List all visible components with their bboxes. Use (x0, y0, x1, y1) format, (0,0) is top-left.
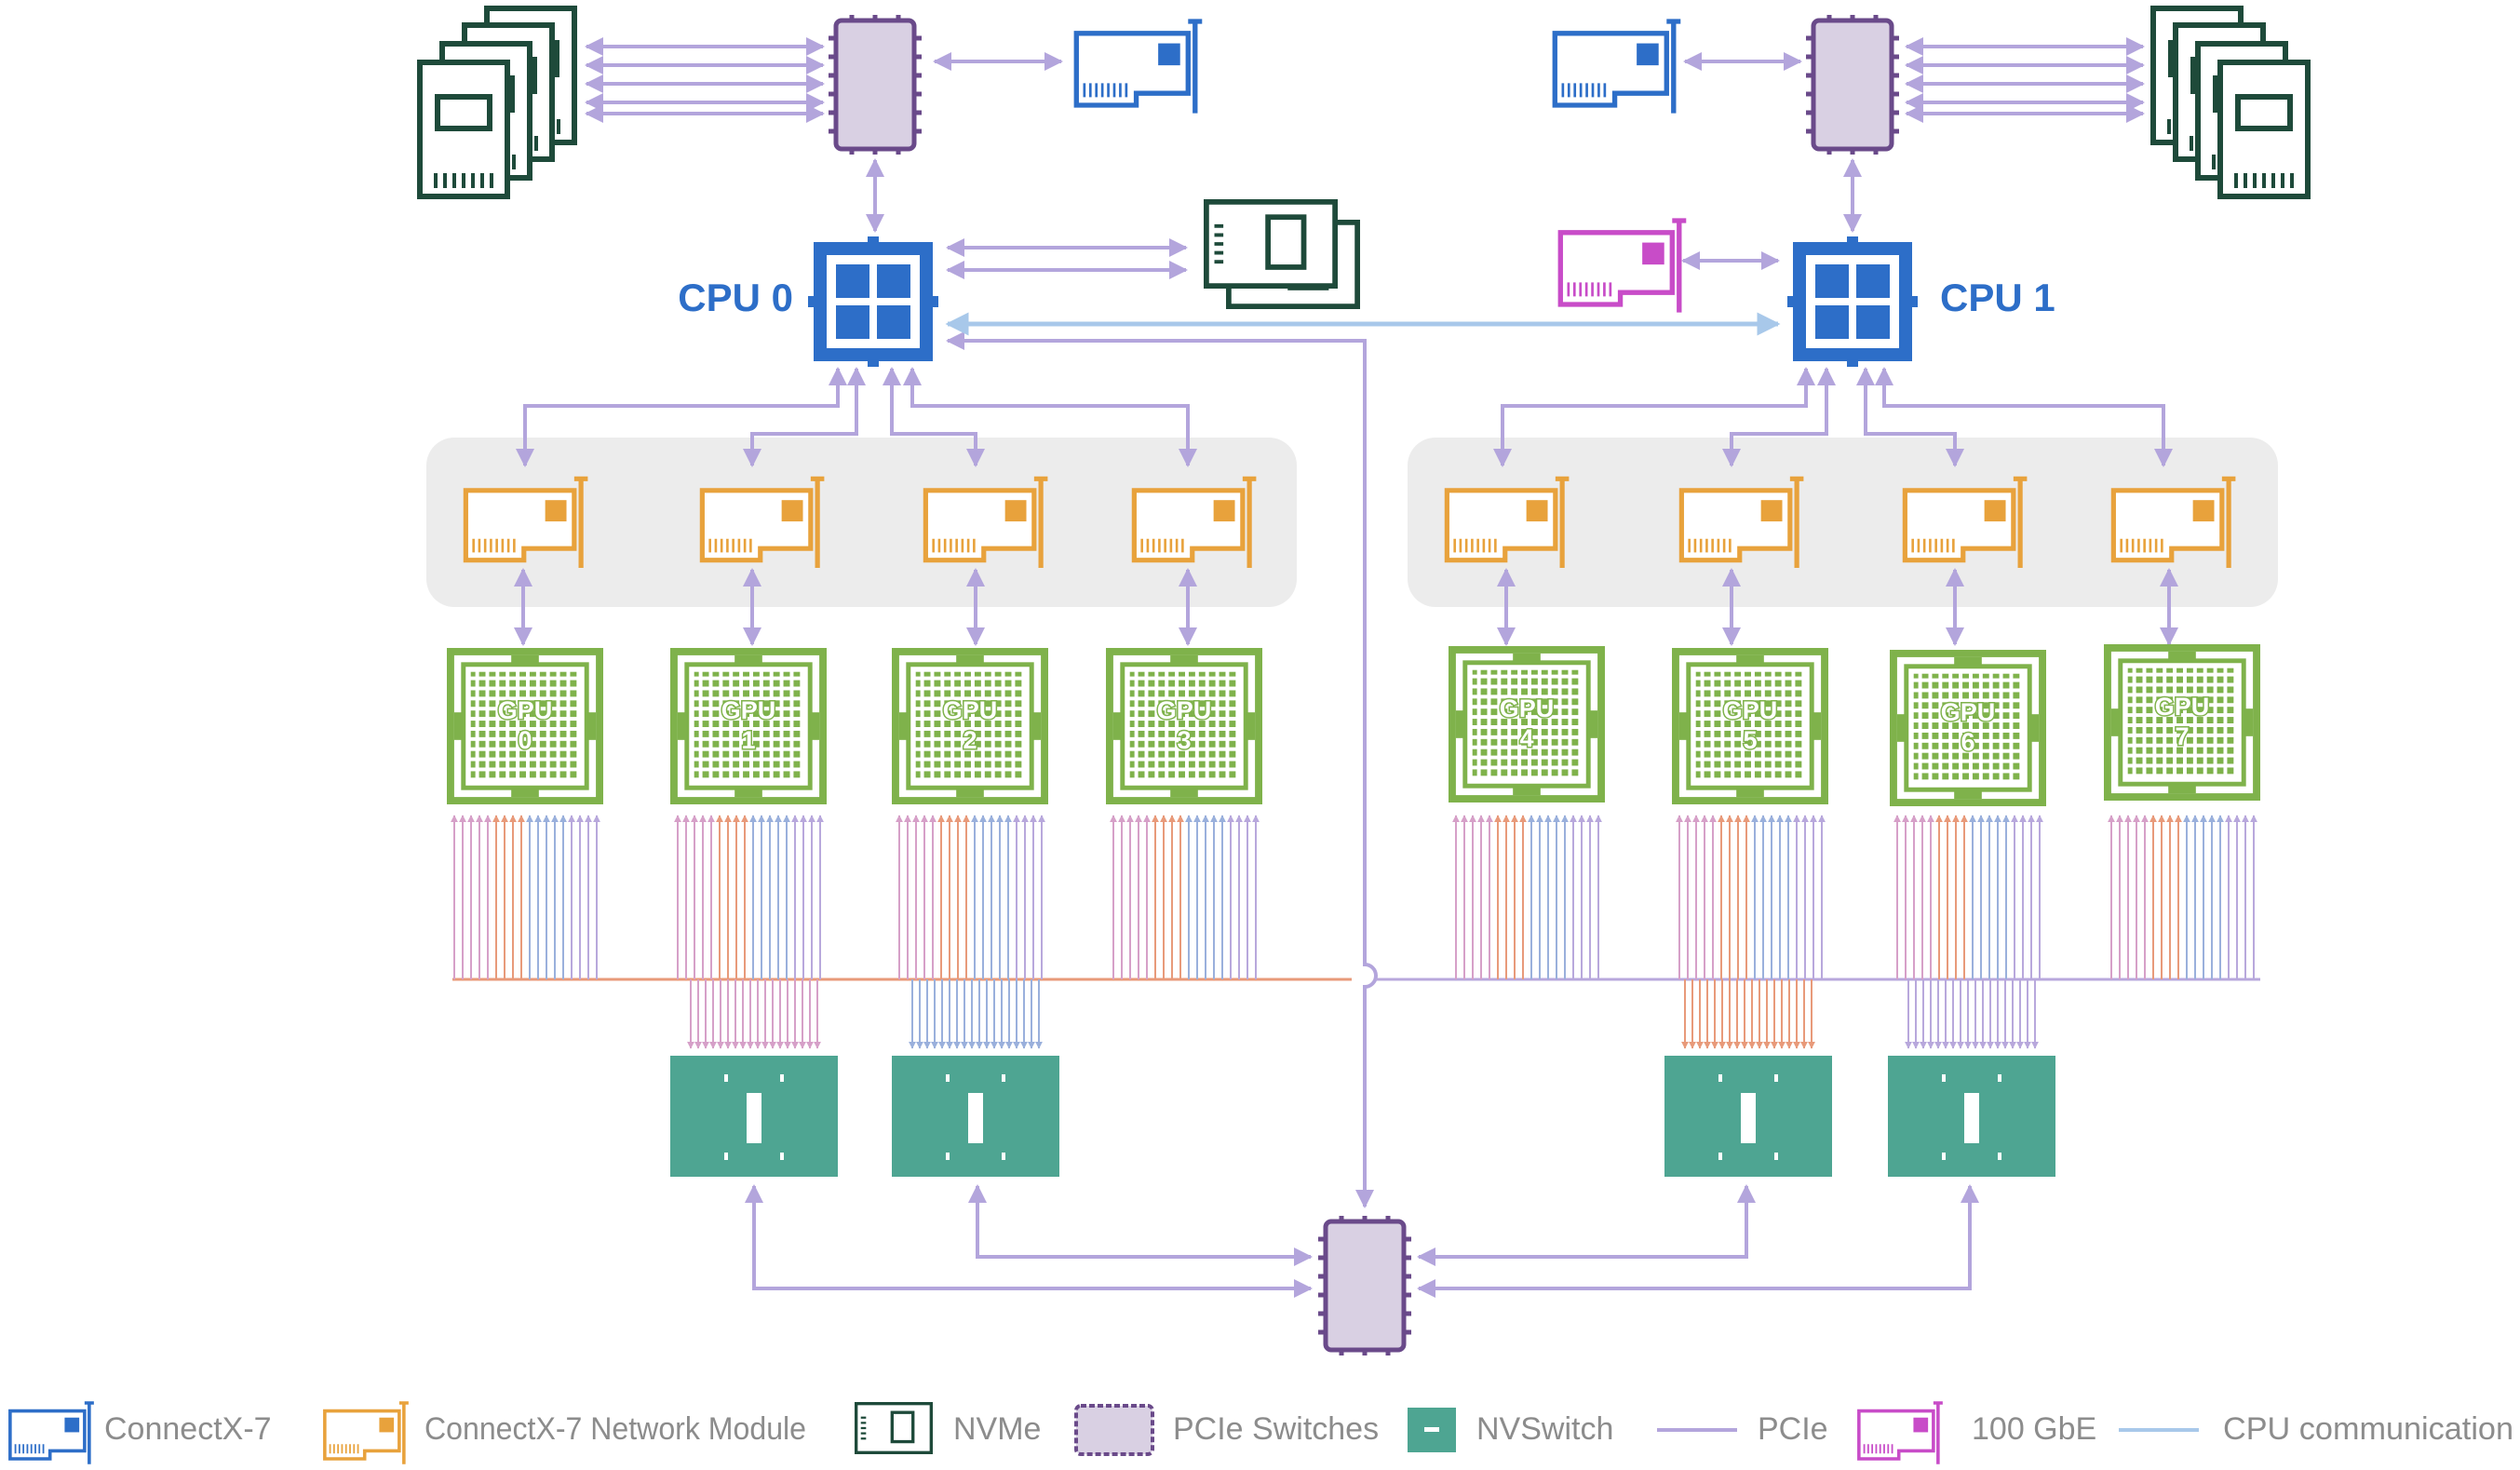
cpu-0-label: CPU 0 (678, 276, 793, 319)
nvme-drive-icon (420, 62, 507, 196)
gpu-0: GPU 0 (451, 652, 600, 801)
pcie-switch-left (829, 15, 922, 155)
legend-label-cpu-communication: CPU communication (2223, 1411, 2513, 1447)
legend-label-pcie-switches: PCIe Switches (1173, 1411, 1379, 1447)
gpu-7-line1: GPU (2155, 693, 2210, 721)
nvme-stack-right (2153, 8, 2308, 196)
legend-label-100gbe: 100 GbE (1972, 1411, 2096, 1447)
gpu-2: GPU 2 (896, 652, 1044, 801)
gpu-0-line2: 0 (518, 726, 532, 754)
legend-item-nvswitch: NVSwitch (1408, 1408, 1613, 1452)
cpu-1-label: CPU 1 (1940, 276, 2055, 319)
cpu-0: CPU 0 (678, 236, 938, 367)
nvme-drive-icon (855, 1402, 933, 1454)
gpu-3-line1: GPU (1157, 696, 1212, 724)
gpu-0-line1: GPU (498, 696, 553, 724)
nvme-card-front (1206, 202, 1335, 286)
legend: ConnectX-7 ConnectX-7 Network Module NVM… (8, 1401, 2513, 1465)
legend-item-nvme: NVMe (855, 1402, 1041, 1454)
nvswitch-1 (892, 1056, 1059, 1177)
gpu-6-line2: 6 (1961, 728, 1974, 756)
100gbe-card (1560, 221, 1686, 313)
pcie-switch-bottom (1318, 1216, 1411, 1355)
100gbe-card-icon (1857, 1401, 1945, 1465)
gpu-7: GPU 7 (2108, 648, 2257, 797)
gpu-4-line1: GPU (1500, 695, 1555, 722)
cpu-1: CPU 1 (1787, 236, 2055, 367)
gpu-3-line2: 3 (1177, 726, 1191, 754)
pcie-switch-icon (1074, 1404, 1154, 1456)
cpu-chip-icon (808, 236, 938, 367)
legend-item-pcie-switches: PCIe Switches (1074, 1404, 1379, 1456)
nvlink-bus (451, 815, 2260, 1049)
gpu-2-line2: 2 (963, 726, 977, 754)
connectx7-card-right (1555, 21, 1680, 114)
gpu-6: GPU 6 (1893, 654, 2042, 802)
connectx7-network-module-icon (323, 1401, 411, 1465)
legend-label-pcie: PCIe (1758, 1411, 1828, 1447)
nvswitch-3 (1888, 1056, 2055, 1177)
legend-item-connectx7: ConnectX-7 (8, 1401, 272, 1465)
gpu-4-line2: 4 (1519, 724, 1533, 752)
connectx7-card-icon (8, 1401, 96, 1465)
nvswitch-2 (1664, 1056, 1832, 1177)
nvme-drive-icon (2220, 62, 2308, 196)
legend-label-connectx7-module: ConnectX-7 Network Module (424, 1411, 806, 1447)
legend-item-100gbe: 100 GbE (1857, 1401, 2096, 1465)
gpu-7-line2: 7 (2175, 722, 2189, 750)
gpu-1-line2: 1 (741, 726, 755, 754)
legend-item-pcie: PCIe (1657, 1411, 1828, 1447)
gpu-2-line1: GPU (943, 696, 998, 724)
gpu-5: GPU 5 (1676, 652, 1825, 801)
cpu-chip-icon (1787, 236, 1918, 367)
gpu-6-line1: GPU (1941, 698, 1996, 726)
gpu-5-line1: GPU (1723, 696, 1778, 724)
nvme-stack-left (420, 8, 574, 196)
legend-item-connectx7-module: ConnectX-7 Network Module (323, 1401, 806, 1465)
pcie-links (514, 37, 2178, 1298)
nvswitch-0 (670, 1056, 838, 1177)
connectx7-card-left (1076, 21, 1202, 114)
gpu-1-line1: GPU (721, 696, 776, 724)
gpu-3: GPU 3 (1110, 652, 1259, 801)
gpu-1: GPU 1 (674, 652, 823, 801)
legend-label-nvswitch: NVSwitch (1476, 1411, 1613, 1447)
legend-item-cpu-communication: CPU communication (2119, 1411, 2513, 1447)
legend-label-connectx7: ConnectX-7 (104, 1411, 272, 1447)
legend-label-nvme: NVMe (953, 1411, 1041, 1447)
gpu-5-line2: 5 (1743, 726, 1757, 754)
pcie-switch-right (1806, 15, 1899, 155)
gpu-4: GPU 4 (1452, 650, 1601, 799)
nic-group-panel-right (1408, 438, 2278, 607)
